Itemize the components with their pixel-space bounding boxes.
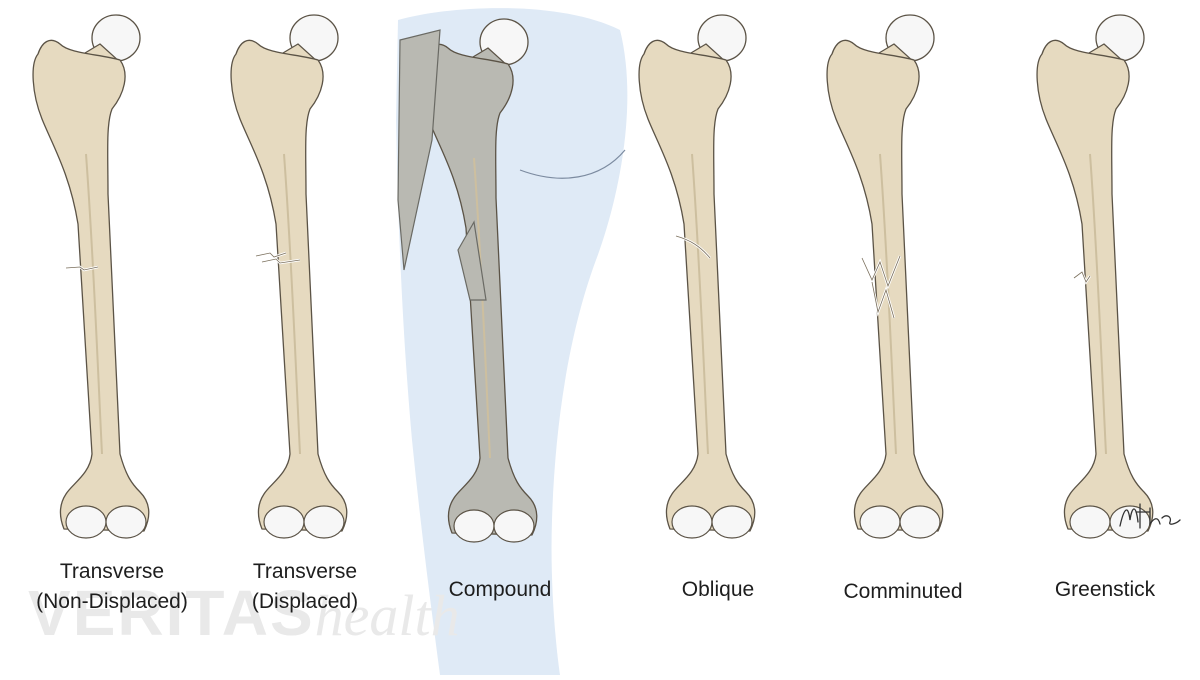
lateral-condyle — [711, 505, 753, 539]
medial-condyle — [65, 505, 107, 539]
fracture-line-lower-edge — [261, 258, 301, 264]
fracture-line-2-edge — [871, 281, 895, 319]
label-transverse-non-displaced: Transverse (Non-Displaced) — [12, 557, 212, 617]
label-comminuted: Comminuted — [803, 577, 1003, 607]
shaft-shading — [85, 153, 103, 455]
label-greenstick: Greenstick — [1005, 575, 1200, 605]
femur-greenstick — [1036, 14, 1154, 539]
bone-fragment-upper — [397, 29, 441, 271]
label-line: (Non-Displaced) — [36, 590, 188, 613]
label-compound: Compound — [400, 575, 600, 605]
femur-transverse-displaced — [230, 14, 348, 539]
lateral-condyle — [899, 505, 941, 539]
femur-shaft — [638, 39, 756, 532]
artist-signature-icon — [1119, 503, 1181, 529]
label-line: Compound — [448, 578, 552, 601]
medial-condyle — [453, 509, 495, 543]
label-line: Greenstick — [1054, 578, 1156, 601]
fracture-line-edge — [255, 252, 287, 258]
femur-comminuted — [826, 14, 944, 539]
label-line: Transverse — [252, 560, 358, 583]
femur-compound — [397, 18, 538, 543]
shaft-shading — [691, 153, 709, 455]
lateral-condyle — [493, 509, 535, 543]
shaft-shading — [283, 153, 301, 455]
label-oblique: Oblique — [618, 575, 818, 605]
label-line: Comminuted — [843, 580, 963, 603]
label-transverse-displaced: Transverse (Displaced) — [205, 557, 405, 617]
label-line: Oblique — [681, 578, 755, 601]
medial-condyle — [671, 505, 713, 539]
fracture-line-edge — [65, 266, 99, 271]
label-line: (Displaced) — [251, 590, 359, 613]
femur-shaft — [32, 39, 150, 532]
shaft-shading — [473, 157, 491, 459]
medial-condyle — [263, 505, 305, 539]
label-line: Transverse — [59, 560, 165, 583]
fracture-line-edge — [861, 255, 901, 288]
femur-shaft — [826, 39, 944, 532]
femur-shaft — [230, 39, 348, 532]
medial-condyle — [1069, 505, 1111, 539]
lateral-condyle — [105, 505, 147, 539]
femur-transverse-non-displaced — [32, 14, 150, 539]
femur-oblique — [638, 14, 756, 539]
bone-fragment-lower — [457, 220, 487, 301]
fracture-line-edge — [675, 235, 711, 259]
medial-condyle — [859, 505, 901, 539]
shaft-shading — [1089, 153, 1107, 455]
shaft-shading — [879, 153, 897, 455]
lateral-condyle — [303, 505, 345, 539]
fracture-line-edge — [1073, 271, 1091, 283]
femur-shaft — [1036, 39, 1154, 532]
